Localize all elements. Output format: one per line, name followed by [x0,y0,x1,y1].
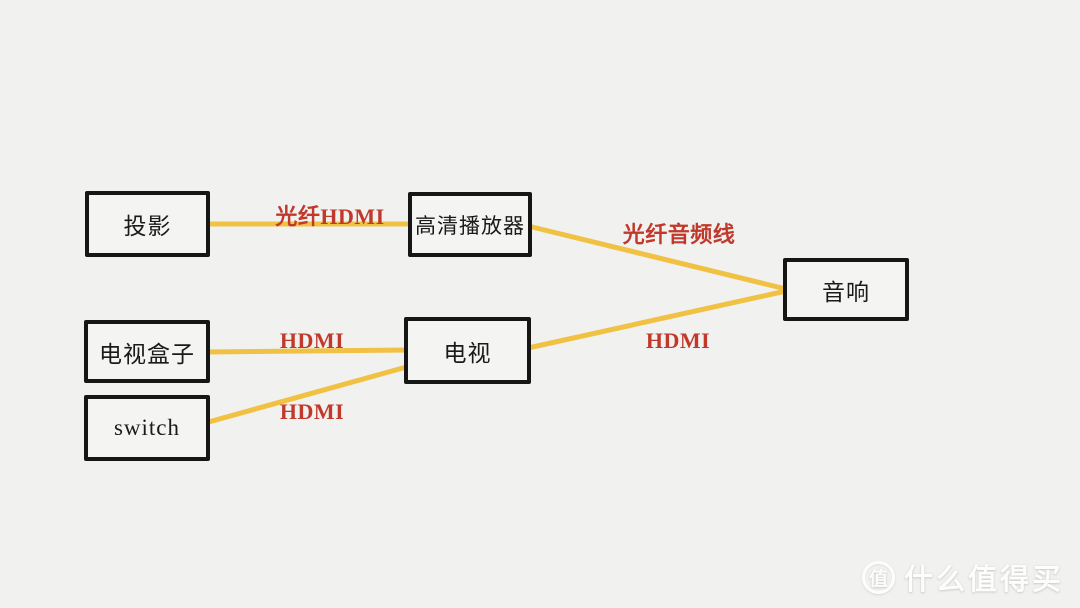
edge-tvbox-tv [202,347,413,355]
edge-label-hdmi-switch: HDMI [279,399,345,424]
edge-label-hdmi-tv: HDMI [645,328,711,353]
edge-label-fiber-hdmi: 光纤HDMI [275,204,385,229]
node-tv-label: 电视 [443,340,492,366]
node-switch-label: switch [113,415,181,440]
node-speaker: 音响 [783,258,909,321]
edge-hdplayer-speaker [525,223,789,292]
smzdm-watermark-text: 什么值得买 [903,564,1064,596]
node-switch: switch [84,395,210,461]
node-tv: 电视 [404,317,531,384]
edge-label-hdmi-tvbox: HDMI [279,328,345,353]
node-tv-box: 电视盒子 [84,320,210,383]
node-hd-player: 高清播放器 [408,192,532,257]
edge-label-fiber-audio: 光纤音频线 [622,222,736,247]
edge-tv-speaker [525,288,789,351]
node-speaker-label: 音响 [822,279,870,305]
smzdm-logo-icon: 值 [861,560,895,594]
node-projector-label: 投影 [123,214,172,239]
smzdm-watermark: 值 什么值得买 [861,556,1064,598]
node-projector: 投影 [85,191,210,257]
node-hd-player-label: 高清播放器 [415,213,525,238]
edge-switch-tv [202,363,413,426]
node-tv-box-label: 电视盒子 [99,341,195,367]
